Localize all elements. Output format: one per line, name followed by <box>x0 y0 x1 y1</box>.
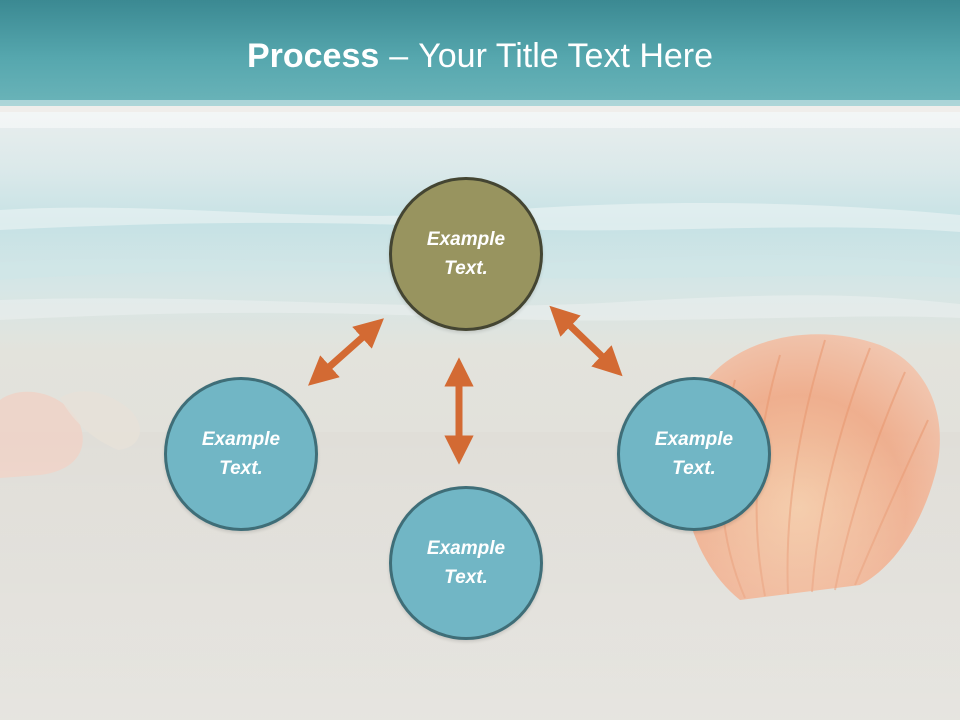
arrow-top-right <box>549 305 623 377</box>
process-node-bottom[interactable]: Example Text. <box>389 486 543 640</box>
process-node-right[interactable]: Example Text. <box>617 377 771 531</box>
process-node-top[interactable]: Example Text. <box>389 177 543 331</box>
title-rest-text: Your Title Text Here <box>418 36 714 75</box>
node-bottom-line1: Example <box>426 538 506 559</box>
process-node-left[interactable]: Example Text. <box>164 377 318 531</box>
node-top-line2: Text. <box>444 258 488 279</box>
node-left-line1: Example <box>201 429 281 450</box>
node-bottom-line2: Text. <box>444 567 488 588</box>
node-top-line1: Example <box>426 229 506 250</box>
node-right-line1: Example <box>654 429 734 450</box>
arrow-top-left <box>308 318 384 386</box>
title-separator: – <box>389 36 409 75</box>
node-left-line2: Text. <box>219 458 263 479</box>
slide-title: Process – Your Title Text Here <box>0 0 960 112</box>
node-right-line2: Text. <box>672 458 716 479</box>
title-bold-text: Process <box>246 36 380 75</box>
